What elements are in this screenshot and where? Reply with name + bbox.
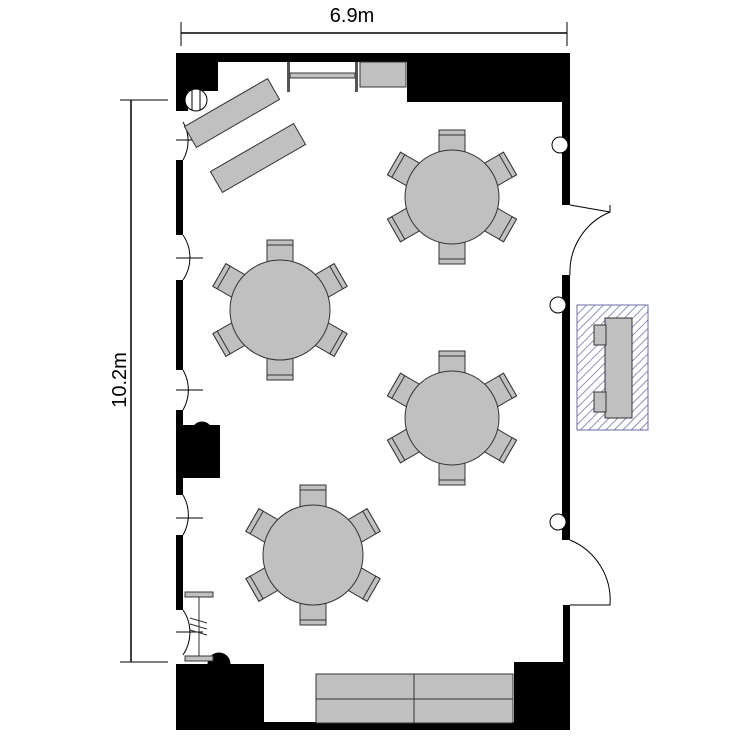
whiteboard-stand: [184, 591, 214, 662]
chair: [483, 428, 518, 464]
walls: [176, 53, 570, 730]
round-table-1: [386, 129, 518, 265]
chair: [438, 350, 466, 374]
width-label: 6.9m: [330, 5, 374, 27]
chair: [386, 207, 421, 243]
table-top: [404, 370, 500, 466]
table-top: [262, 504, 364, 606]
chair: [299, 602, 327, 626]
outlets: [184, 88, 569, 665]
top-shelf: [287, 61, 407, 92]
chair: [438, 129, 466, 153]
chair: [245, 508, 279, 543]
chair: [266, 357, 294, 381]
chair: [245, 567, 279, 602]
reception-area: [576, 304, 649, 431]
width-dimension: 6.9m: [180, 5, 568, 46]
rect-table: [183, 77, 281, 149]
rect-table: [209, 122, 307, 194]
chair: [347, 567, 381, 602]
round-tables: [212, 129, 518, 626]
height-label: 10.2m: [109, 352, 131, 408]
height-dimension: 10.2m: [109, 99, 168, 663]
chair: [347, 508, 381, 543]
round-table-3: [386, 350, 518, 486]
doors: [176, 121, 611, 656]
chair: [438, 462, 466, 486]
chair: [314, 322, 348, 357]
table-top: [404, 149, 500, 245]
bottom-counters: [315, 673, 514, 724]
chair: [483, 207, 518, 243]
chair: [483, 151, 518, 187]
chair: [212, 263, 246, 298]
chair: [266, 239, 294, 263]
round-table-4: [245, 484, 381, 626]
table-top: [229, 259, 331, 361]
chair: [438, 241, 466, 265]
rectangular-tables: [183, 77, 307, 194]
chair: [299, 484, 327, 508]
round-table-2: [212, 239, 348, 381]
